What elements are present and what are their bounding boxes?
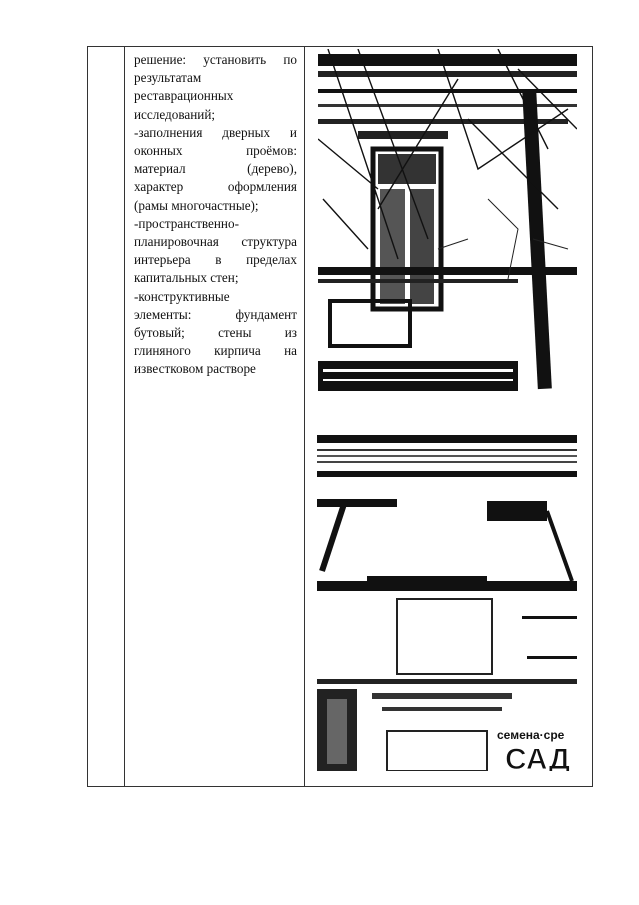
description-word: материал <box>134 161 186 177</box>
description-line: планировочная структура <box>134 233 297 251</box>
description-word: оформления <box>227 179 297 195</box>
description-word: результатам <box>134 70 202 86</box>
description-word: глиняного <box>134 343 191 359</box>
description-word: проёмов: <box>246 143 297 159</box>
column-divider <box>124 47 125 786</box>
description-word: из <box>284 325 297 341</box>
description-text: решение: установить по результатам реставрац… <box>134 51 297 379</box>
description-word: исследований; <box>134 106 216 122</box>
description-word: планировочная <box>134 234 219 250</box>
description-word: кирпича <box>214 343 261 359</box>
description-line: элементы: фундамент <box>134 306 297 324</box>
shop-sign-title: САД <box>505 743 570 771</box>
description-word: в <box>215 252 222 268</box>
row-number-cell <box>88 47 124 786</box>
description-word: -заполнения <box>134 124 203 140</box>
description-cell: решение: установить по результатам реставрац… <box>125 47 304 786</box>
description-line: материал (дерево), <box>134 160 297 178</box>
description-word: структура <box>241 234 297 250</box>
description-word: (дерево), <box>247 161 297 177</box>
description-line: глиняного кирпича на <box>134 342 297 360</box>
description-line: характер оформления <box>134 178 297 196</box>
description-line: оконных проёмов: <box>134 142 297 160</box>
description-line: интерьера в пределах <box>134 251 297 269</box>
description-word: на <box>284 343 297 359</box>
description-word: оконных <box>134 143 183 159</box>
description-line: -заполнения дверных и <box>134 124 297 142</box>
column-divider <box>304 47 305 786</box>
description-word: реставрационных <box>134 88 234 104</box>
description-line: бутовый; стены из <box>134 324 297 342</box>
description-line: решение: установить по <box>134 51 297 69</box>
heritage-table: решение: установить по результатам реставрац… <box>87 46 593 787</box>
description-word: элементы: <box>134 306 192 322</box>
shop-sign-text: семена·сре <box>497 728 565 742</box>
description-word: установить <box>203 52 267 67</box>
description-word: фундамент <box>235 306 297 322</box>
photos-cell: семена·сре САД <box>305 47 592 786</box>
description-word: стены <box>218 325 252 341</box>
description-line: результатам <box>134 69 297 87</box>
description-line: -конструктивные <box>134 288 297 306</box>
description-word: дверных <box>222 124 271 140</box>
description-word: решение: <box>134 52 187 67</box>
description-line: (рамы многочастные); <box>134 197 297 215</box>
description-line: -пространственно- <box>134 215 297 233</box>
description-word: бутовый; <box>134 325 185 341</box>
facade-cornice-photo: семена·сре САД <box>317 431 577 771</box>
facade-cornice-image: семена·сре САД <box>317 431 577 771</box>
description-line: известковом растворе <box>134 360 297 378</box>
facade-window-image <box>318 49 577 399</box>
description-line: реставрационных <box>134 87 297 105</box>
description-word: капитальных стен; <box>134 270 239 286</box>
description-word: по <box>283 52 297 67</box>
facade-window-photo <box>318 49 577 399</box>
description-line: исследований; <box>134 106 297 124</box>
description-line: капитальных стен; <box>134 269 297 287</box>
description-word: известковом растворе <box>134 361 256 377</box>
description-word: пределах <box>246 252 297 268</box>
description-word: и <box>289 124 297 140</box>
description-word: (рамы многочастные); <box>134 197 259 213</box>
description-word: характер <box>134 179 184 195</box>
description-word: -конструктивные <box>134 288 230 304</box>
description-word: -пространственно- <box>134 215 239 231</box>
description-word: интерьера <box>134 252 191 268</box>
